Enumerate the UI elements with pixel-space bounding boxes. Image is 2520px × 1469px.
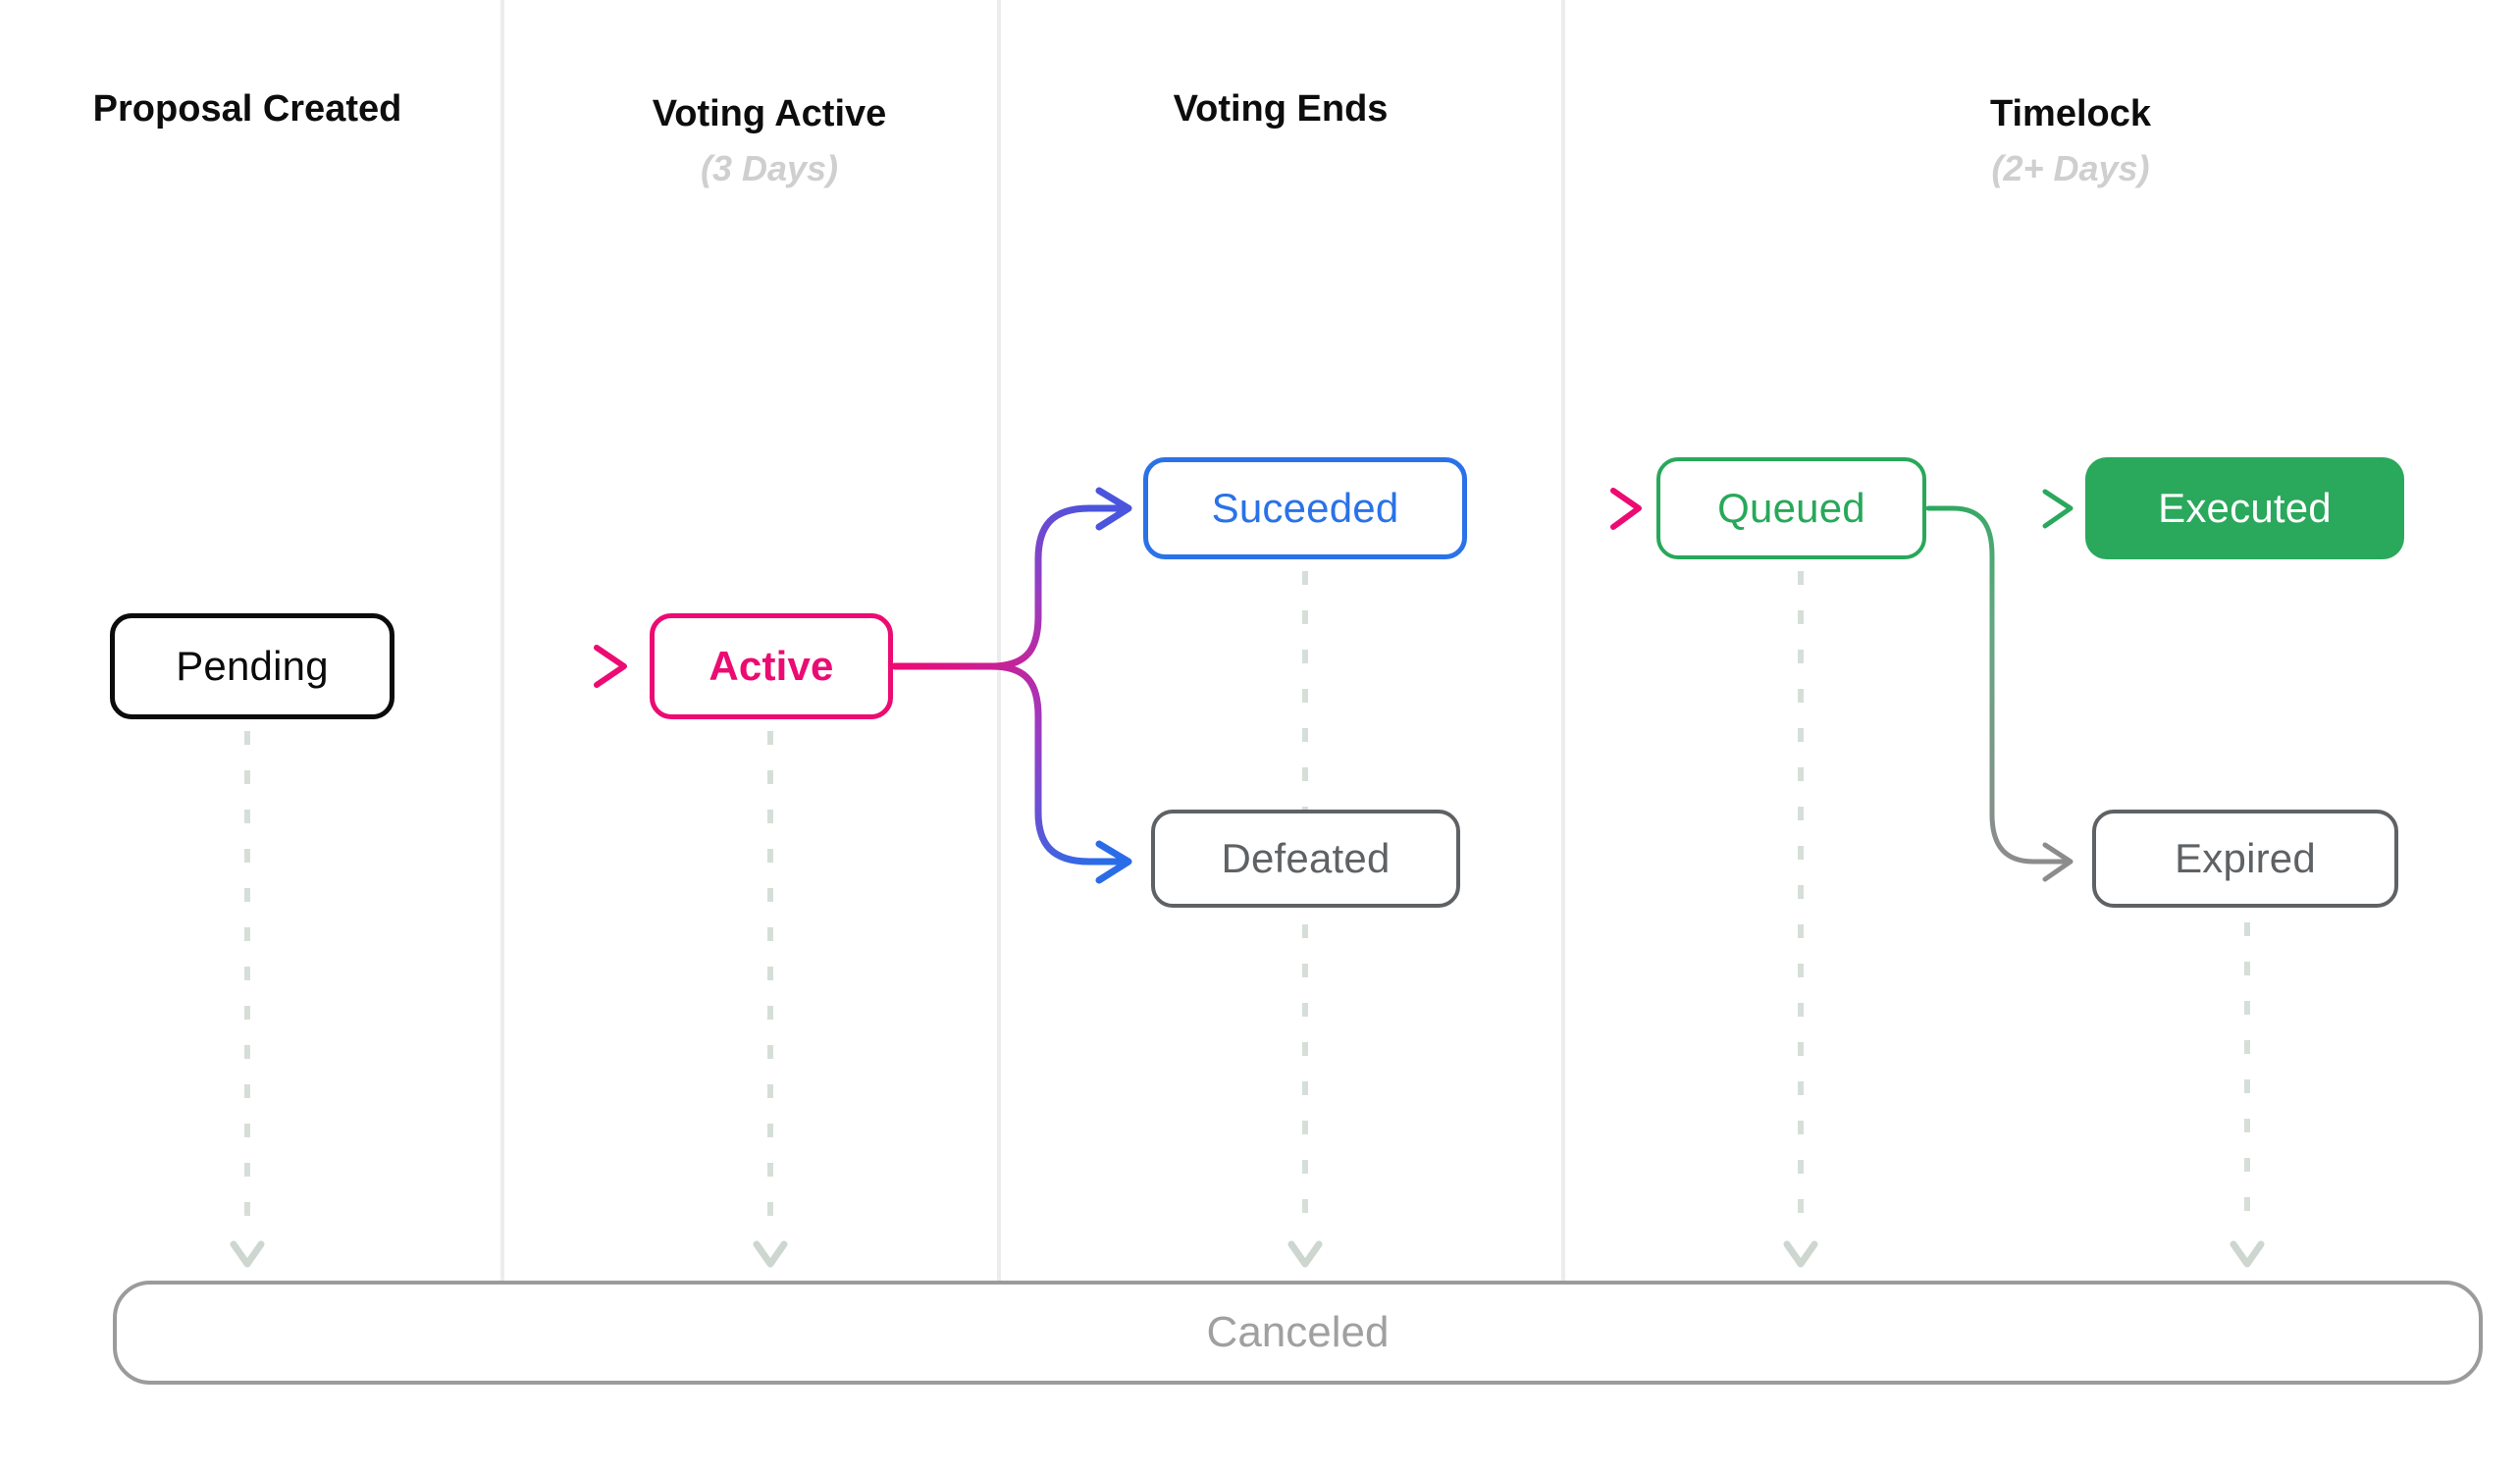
phase-title: Voting Ends xyxy=(1173,88,1389,130)
phase-title: Timelock xyxy=(1989,93,2152,134)
node-defeated[interactable]: Defeated xyxy=(1151,810,1460,908)
cancel-drop-arrowheads xyxy=(230,1240,2265,1268)
node-executed[interactable]: Executed xyxy=(2085,457,2404,559)
edge-pending-to-active xyxy=(396,645,627,688)
edge-active-to-succeeded xyxy=(891,487,1132,670)
phase-header-voting-ends: Voting Ends xyxy=(1084,88,1477,145)
node-active[interactable]: Active xyxy=(650,613,893,719)
node-queued[interactable]: Queued xyxy=(1656,457,1926,559)
phase-header-timelock: Timelock (2+ Days) xyxy=(1874,93,2267,188)
phase-title: Voting Active xyxy=(652,93,887,134)
node-expired[interactable]: Expired xyxy=(2092,810,2398,908)
node-label: Active xyxy=(709,643,834,689)
node-label: Suceeded xyxy=(1211,485,1399,531)
cancel-arrowhead-pending xyxy=(230,1240,265,1268)
node-label: Canceled xyxy=(1206,1308,1390,1356)
edge-succeeded-to-queued xyxy=(1469,488,1642,530)
cancel-arrowhead-queued xyxy=(1783,1240,1818,1268)
edge-queued-to-executed xyxy=(1928,489,2074,529)
phase-header-proposal-created: Proposal Created xyxy=(51,88,444,145)
cancel-arrowhead-expired xyxy=(2230,1240,2265,1268)
node-canceled[interactable]: Canceled xyxy=(113,1281,2483,1385)
node-label: Expired xyxy=(2175,835,2316,881)
edge-active-to-defeated xyxy=(891,662,1132,884)
node-label: Defeated xyxy=(1221,835,1391,881)
edge-queued-to-expired xyxy=(1925,505,2074,882)
cancel-arrowhead-active xyxy=(753,1240,788,1268)
phase-subtitle: (2+ Days) xyxy=(1991,147,2150,188)
node-pending[interactable]: Pending xyxy=(110,613,394,719)
cancel-arrowhead-succeeded xyxy=(1287,1240,1323,1268)
node-label: Pending xyxy=(176,643,329,689)
phase-title: Proposal Created xyxy=(92,88,402,130)
node-label: Executed xyxy=(2158,485,2332,531)
phase-subtitle: (3 Days) xyxy=(700,147,839,188)
node-label: Queued xyxy=(1717,485,1865,531)
phase-header-voting-active: Voting Active (3 Days) xyxy=(573,93,966,188)
node-succeeded[interactable]: Suceeded xyxy=(1143,457,1467,559)
